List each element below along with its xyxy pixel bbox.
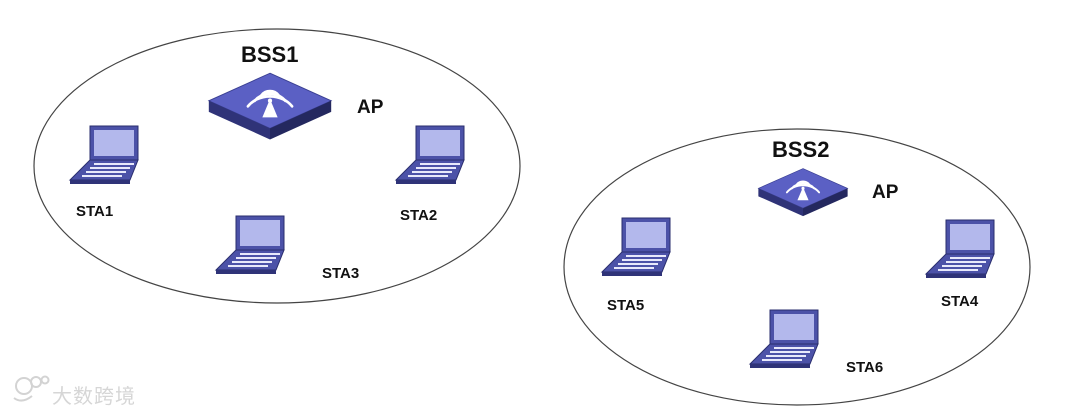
- access-point-icon: [207, 71, 333, 141]
- sta6-label: STA6: [846, 359, 884, 376]
- sta4-label: STA4: [941, 293, 979, 310]
- laptop-icon: [601, 217, 671, 277]
- sta5-label: STA5: [607, 297, 645, 314]
- watermark-logo-icon: [13, 375, 50, 402]
- watermark-text: 大数跨境: [52, 384, 136, 408]
- bss2-label: BSS2: [772, 137, 830, 162]
- sta3-label: STA3: [322, 265, 360, 282]
- laptop-icon: [925, 219, 995, 279]
- bss1-ap-label: AP: [357, 97, 384, 118]
- access-point-icon: [757, 167, 849, 218]
- bss2-boundary: [563, 128, 1031, 406]
- bss2-ap-label: AP: [872, 182, 899, 203]
- laptop-icon: [69, 125, 139, 185]
- bss1-boundary: [33, 28, 521, 304]
- sta1-label: STA1: [76, 203, 114, 220]
- laptop-icon: [749, 309, 819, 369]
- laptop-icon: [395, 125, 465, 185]
- sta2-label: STA2: [400, 207, 438, 224]
- laptop-icon: [215, 215, 285, 275]
- bss1-label: BSS1: [241, 42, 299, 67]
